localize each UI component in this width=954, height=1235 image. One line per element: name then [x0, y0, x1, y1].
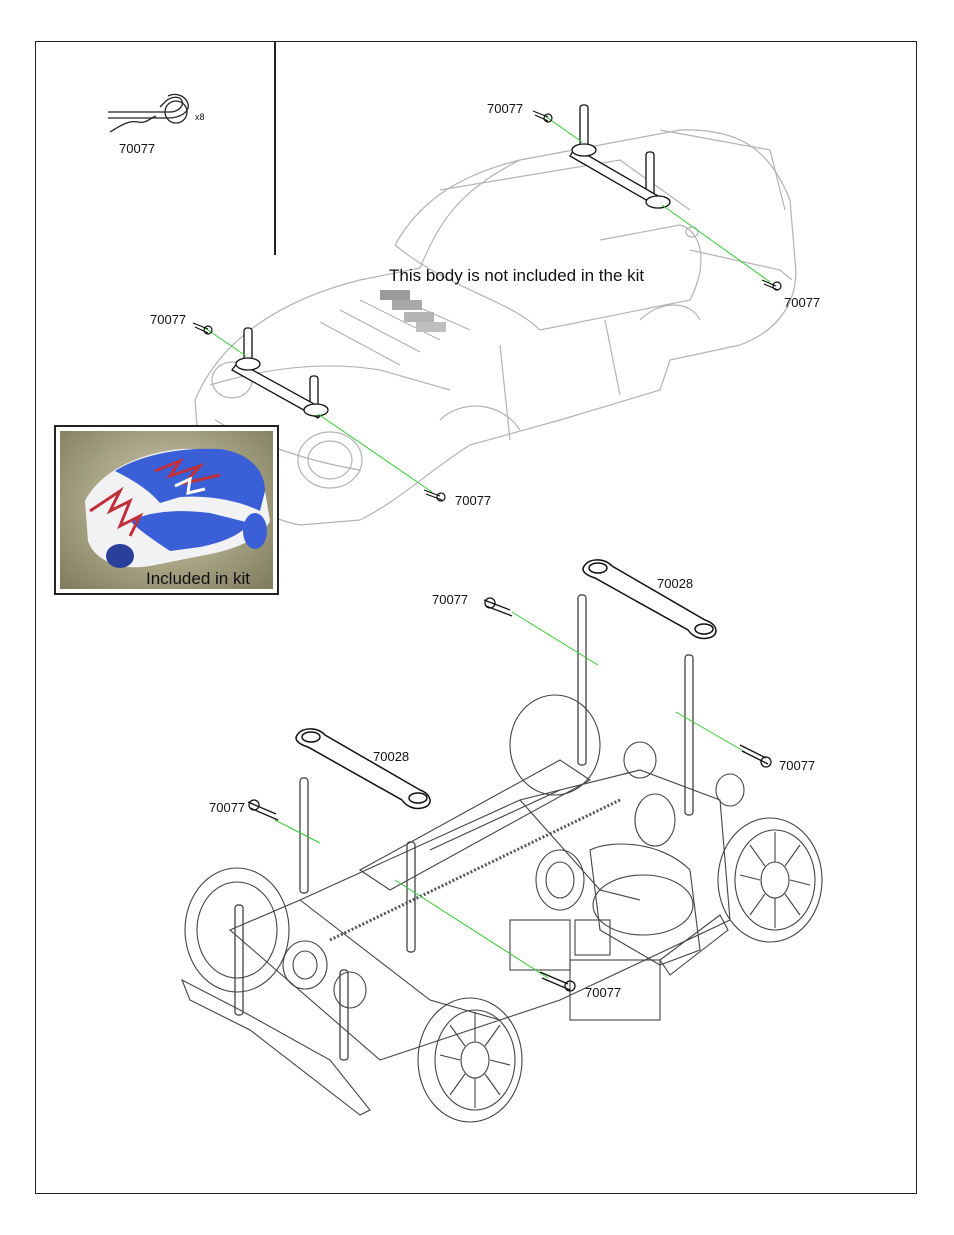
hood-vent-stripe-4	[416, 322, 446, 332]
chassis-posts	[234, 594, 694, 1061]
guide-lines-chassis	[274, 611, 746, 979]
callout-chassis-clip-left: 70077	[209, 800, 246, 815]
callout-clip-front-left: 70077	[150, 312, 187, 327]
chassis-outline	[180, 694, 823, 1123]
hood-vent-stripe-2	[392, 300, 422, 310]
hood-vent-stripe	[380, 290, 410, 300]
callout-mount-front: 70028	[373, 749, 410, 764]
callout-chassis-clip-top: 70077	[432, 592, 469, 607]
callout-mount-rear: 70028	[657, 576, 694, 591]
callout-clip-front-bottom: 70077	[455, 493, 492, 508]
hood-vent-stripe-3	[404, 312, 434, 322]
painted-body-shell-icon	[85, 448, 270, 568]
body-clip-small	[192, 110, 782, 502]
guide-lines-body	[204, 115, 771, 493]
included-in-kit-caption: Included in kit	[146, 569, 250, 588]
front-body-post-assembly	[231, 327, 329, 419]
mount-plate-front	[295, 728, 431, 810]
parts-box-quantity: x8	[195, 112, 205, 122]
callout-clip-right-rear: 70077	[784, 295, 821, 310]
body-clip-icon	[108, 93, 189, 133]
callout-chassis-clip-right: 70077	[779, 758, 816, 773]
mount-plate-rear	[582, 559, 717, 640]
parts-box-part-number: 70077	[119, 141, 156, 156]
page-frame	[35, 41, 917, 1194]
callout-clip-top-rear: 70077	[487, 101, 524, 116]
body-not-included-note: This body is not included in the kit	[389, 266, 645, 285]
included-body-photo: Included in kit	[54, 425, 279, 595]
chassis-belt	[329, 798, 621, 942]
callout-chassis-clip-bottom: 70077	[585, 985, 622, 1000]
included-body-photo-image: Included in kit	[60, 431, 273, 589]
chassis-clip-icons	[247, 597, 772, 992]
car-body-outline	[194, 129, 797, 526]
rear-body-post-assembly	[569, 104, 671, 209]
parts-box-divider	[274, 41, 276, 255]
